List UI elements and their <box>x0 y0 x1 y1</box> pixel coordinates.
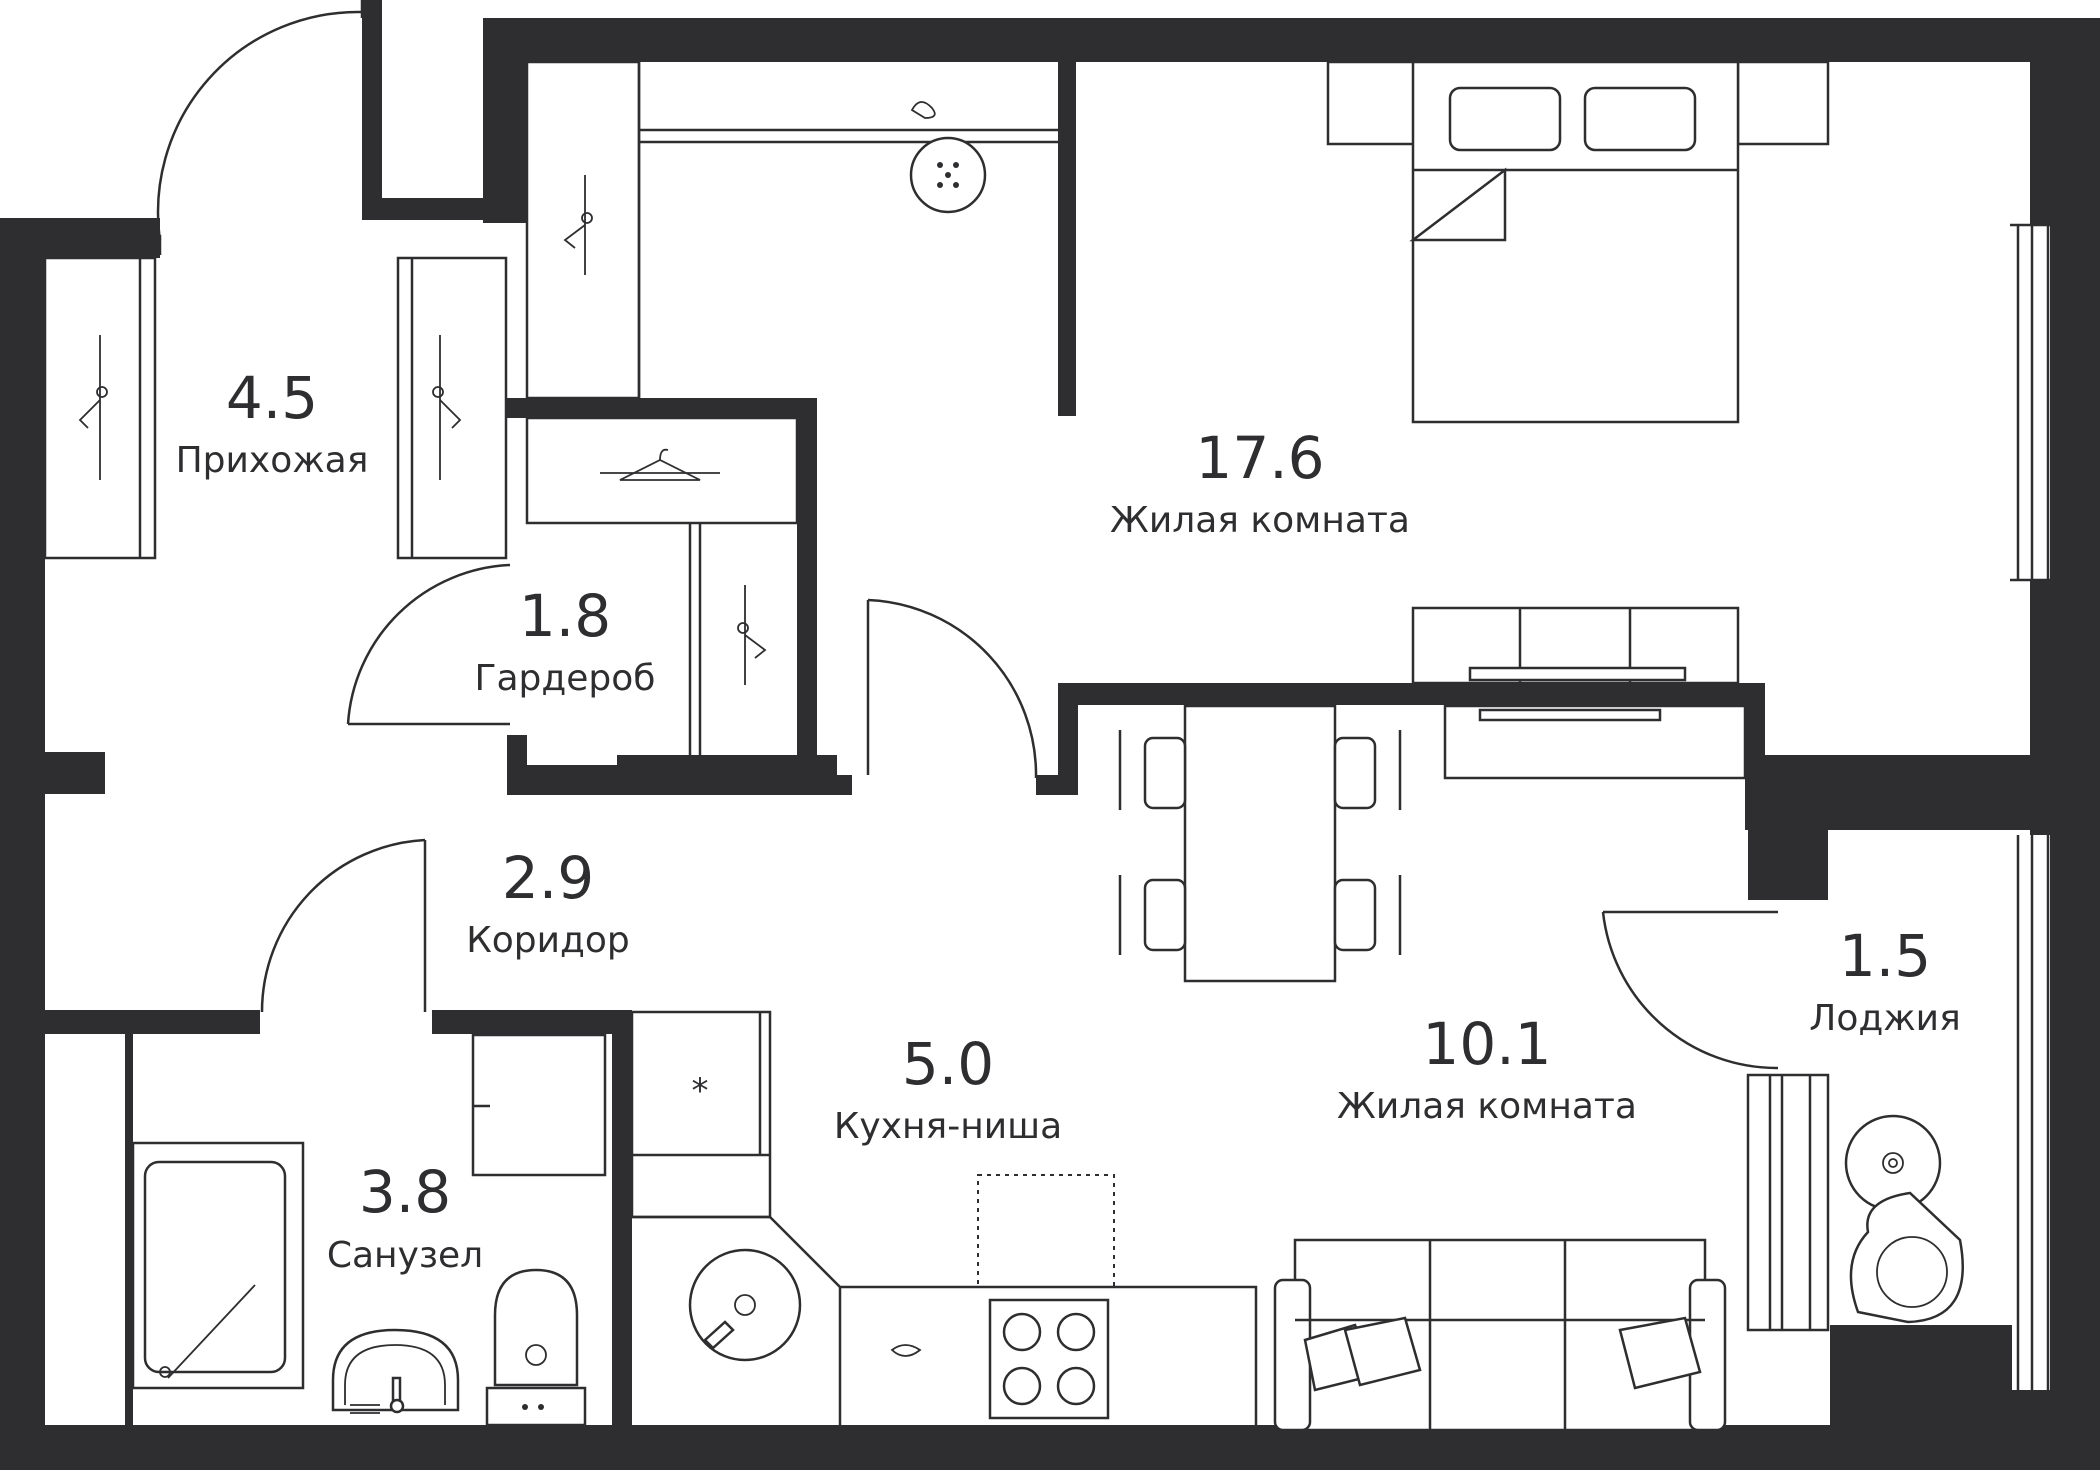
window-loggia-inner <box>1746 1073 1830 1332</box>
hallway-closet-left <box>43 256 157 560</box>
svg-text:*: * <box>692 1071 709 1111</box>
label-bathroom: 3.8 Санузел <box>327 1158 483 1276</box>
bedroom-door <box>866 598 1038 779</box>
kitchen-area: 5.0 <box>902 1030 994 1098</box>
label-hallway: 4.5 Прихожая <box>176 364 369 481</box>
window-top-right <box>2010 223 2050 582</box>
shower-cabin <box>639 101 1058 214</box>
tv-console <box>1443 704 1747 780</box>
entry-door <box>156 0 364 255</box>
dining-table <box>1118 704 1402 983</box>
bedroom-area: 17.6 <box>1195 424 1324 492</box>
living-name: Жилая комната <box>1337 1086 1637 1127</box>
label-corridor: 2.9 Коридор <box>466 844 630 961</box>
bathroom-name: Санузел <box>327 1235 483 1276</box>
washbasin <box>331 1328 460 1414</box>
wardrobe-area: 1.8 <box>519 582 611 650</box>
hallway-area: 4.5 <box>226 364 318 432</box>
kitchen-counter: * <box>630 1010 1258 1425</box>
storage-closet <box>525 60 641 400</box>
corridor-area: 2.9 <box>502 844 594 912</box>
label-living: 10.1 Жилая комната <box>1337 1010 1637 1127</box>
wardrobe-name: Гардероб <box>475 658 656 699</box>
label-wardrobe: 1.8 Гардероб <box>475 582 656 699</box>
loggia-area: 1.5 <box>1839 922 1931 990</box>
bathroom-area: 3.8 <box>359 1158 451 1226</box>
sofa <box>1273 1238 1727 1432</box>
window-loggia <box>2012 835 2050 1390</box>
hallway-name: Прихожая <box>176 440 369 481</box>
bathroom-door <box>260 838 427 1013</box>
wardrobe-shelf <box>525 416 799 755</box>
living-area: 10.1 <box>1422 1010 1551 1078</box>
bathtub <box>131 1141 305 1390</box>
label-loggia: 1.5 Лоджия <box>1809 922 1960 1039</box>
label-bedroom: 17.6 Жилая комната <box>1110 424 1410 541</box>
loggia-name: Лоджия <box>1809 998 1960 1039</box>
loggia-door <box>1601 910 1779 1070</box>
corridor-name: Коридор <box>466 920 630 961</box>
kitchen-name: Кухня-ниша <box>834 1106 1062 1147</box>
bed <box>1326 60 1830 424</box>
hallway-closet-right <box>396 256 508 560</box>
toilet <box>485 1268 587 1427</box>
tv-stand <box>1411 606 1740 685</box>
armchair <box>1844 1114 1964 1324</box>
bedroom-name: Жилая комната <box>1110 500 1410 541</box>
label-kitchen: 5.0 Кухня-ниша <box>834 1030 1062 1147</box>
wardrobe-door <box>346 563 511 726</box>
washing-machine <box>471 1033 607 1177</box>
